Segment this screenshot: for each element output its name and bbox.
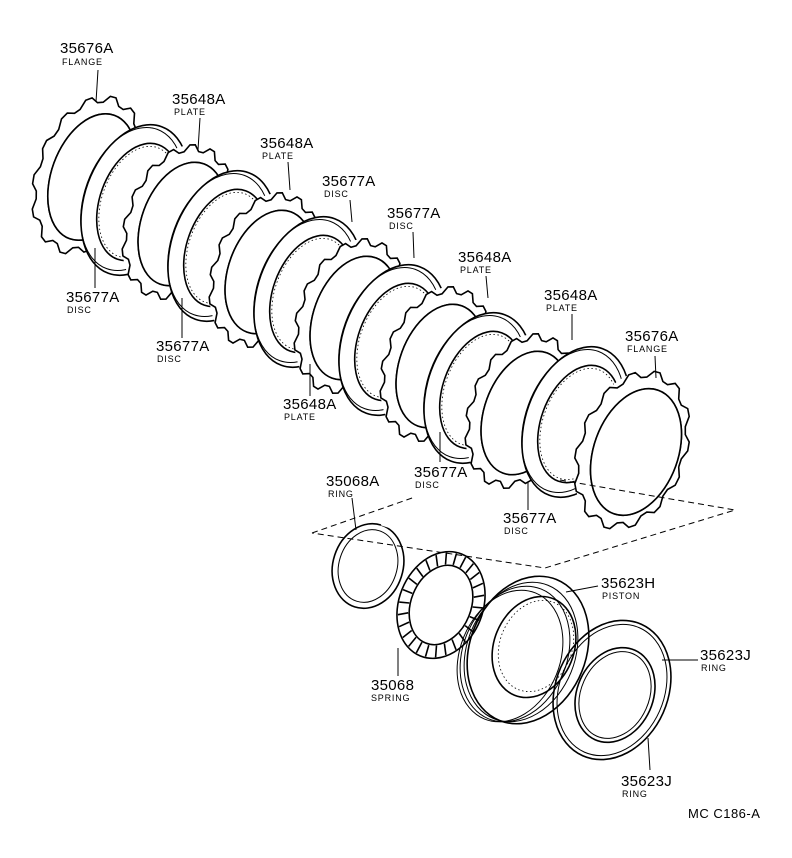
inner-seal-ring-part xyxy=(574,646,656,744)
label-ring-inner: 35623J RING xyxy=(621,773,672,799)
label-spring: 35068 SPRING xyxy=(371,677,414,703)
spring-coil xyxy=(465,563,475,574)
spring-coil xyxy=(469,571,480,581)
part-number: 35648A xyxy=(458,249,512,266)
spring-coil xyxy=(399,601,410,604)
label-plate-bottom: 35648A PLATE xyxy=(283,396,337,422)
spring-coil xyxy=(407,636,417,647)
part-name: FLANGE xyxy=(627,344,668,354)
part-number: 35648A xyxy=(544,287,598,304)
part-name: PLATE xyxy=(546,303,578,313)
part-name: DISC xyxy=(157,354,182,364)
part-number: 35068 xyxy=(371,677,414,694)
part-number: 35623J xyxy=(700,647,751,664)
part-number: 35677A xyxy=(66,289,120,306)
label-plate-3: 35648A PLATE xyxy=(458,249,512,275)
part-name: RING xyxy=(622,789,648,799)
spring-coil xyxy=(459,556,467,569)
part-name: RING xyxy=(328,489,354,499)
label-plate-2: 35648A PLATE xyxy=(260,135,314,161)
spring-coil xyxy=(472,606,483,609)
spring-part xyxy=(396,550,486,660)
outer-seal-ring-part xyxy=(552,619,672,761)
spring-coil xyxy=(397,612,409,616)
label-disc-left-1: 35677A DISC xyxy=(66,289,120,315)
spring-coil xyxy=(424,644,430,657)
part-number: 35677A xyxy=(503,510,557,527)
spring-coil xyxy=(398,621,410,628)
part-name: PLATE xyxy=(174,107,206,117)
part-name: DISC xyxy=(389,221,414,231)
label-snap-ring: 35068A RING xyxy=(326,473,380,499)
label-ring-outer: 35623J RING xyxy=(700,647,751,673)
figure-code: MC C186-A xyxy=(688,806,760,821)
part-name: PISTON xyxy=(602,591,640,601)
spring-coil xyxy=(402,588,413,595)
part-name: PLATE xyxy=(262,151,294,161)
part-name: DISC xyxy=(415,480,440,490)
spring-coil xyxy=(443,643,447,656)
flange-ring xyxy=(573,370,691,530)
part-number: 35068A xyxy=(326,473,380,490)
label-piston: 35623H PISTON xyxy=(601,575,655,601)
part-name: SPRING xyxy=(371,693,410,703)
part-name: DISC xyxy=(324,189,349,199)
part-name: PLATE xyxy=(284,412,316,422)
part-number: 35677A xyxy=(156,338,210,355)
spring-coil xyxy=(402,629,413,639)
part-number: 35648A xyxy=(260,135,314,152)
label-flange-top: 35676A FLANGE xyxy=(60,40,114,67)
label-disc-bottom-1: 35677A DISC xyxy=(414,464,468,490)
part-number: 35648A xyxy=(283,396,337,413)
label-disc-left-2: 35677A DISC xyxy=(156,338,210,364)
label-disc-bottom-2: 35677A DISC xyxy=(503,510,557,536)
spring-coil xyxy=(415,641,423,654)
part-number: 35676A xyxy=(60,40,114,57)
snap-ring-part xyxy=(331,515,405,610)
part-name: PLATE xyxy=(460,265,492,275)
part-number: 35623J xyxy=(621,773,672,790)
part-number: 35677A xyxy=(414,464,468,481)
assembly-dashed-outline xyxy=(311,479,736,569)
part-number: 35623H xyxy=(601,575,655,592)
spring-coil xyxy=(416,567,424,578)
spring-coil xyxy=(434,645,438,658)
part-name: RING xyxy=(701,663,727,673)
leader-lines xyxy=(94,69,698,771)
spring-coil xyxy=(451,639,457,650)
part-number: 35676A xyxy=(625,328,679,345)
label-plate-1: 35648A PLATE xyxy=(172,91,226,117)
label-flange-bottom: 35676A FLANGE xyxy=(625,328,679,354)
part-name: DISC xyxy=(504,526,529,536)
spring-coil xyxy=(473,594,485,598)
label-disc-top-2: 35677A DISC xyxy=(387,205,441,231)
spring-coil xyxy=(444,552,448,565)
piston-part xyxy=(456,575,590,725)
part-number: 35648A xyxy=(172,91,226,108)
spring-coil xyxy=(408,577,418,586)
part-name: DISC xyxy=(67,305,92,315)
part-number: 35677A xyxy=(387,205,441,222)
clutch-rings-group xyxy=(31,95,691,530)
spring-coil xyxy=(435,554,439,567)
label-disc-top-1: 35677A DISC xyxy=(322,173,376,199)
part-number: 35677A xyxy=(322,173,376,190)
spring-coil xyxy=(472,582,484,589)
label-plate-4: 35648A PLATE xyxy=(544,287,598,313)
spring-coil xyxy=(452,553,458,566)
spring-coil xyxy=(425,560,431,571)
part-name: FLANGE xyxy=(62,57,103,67)
